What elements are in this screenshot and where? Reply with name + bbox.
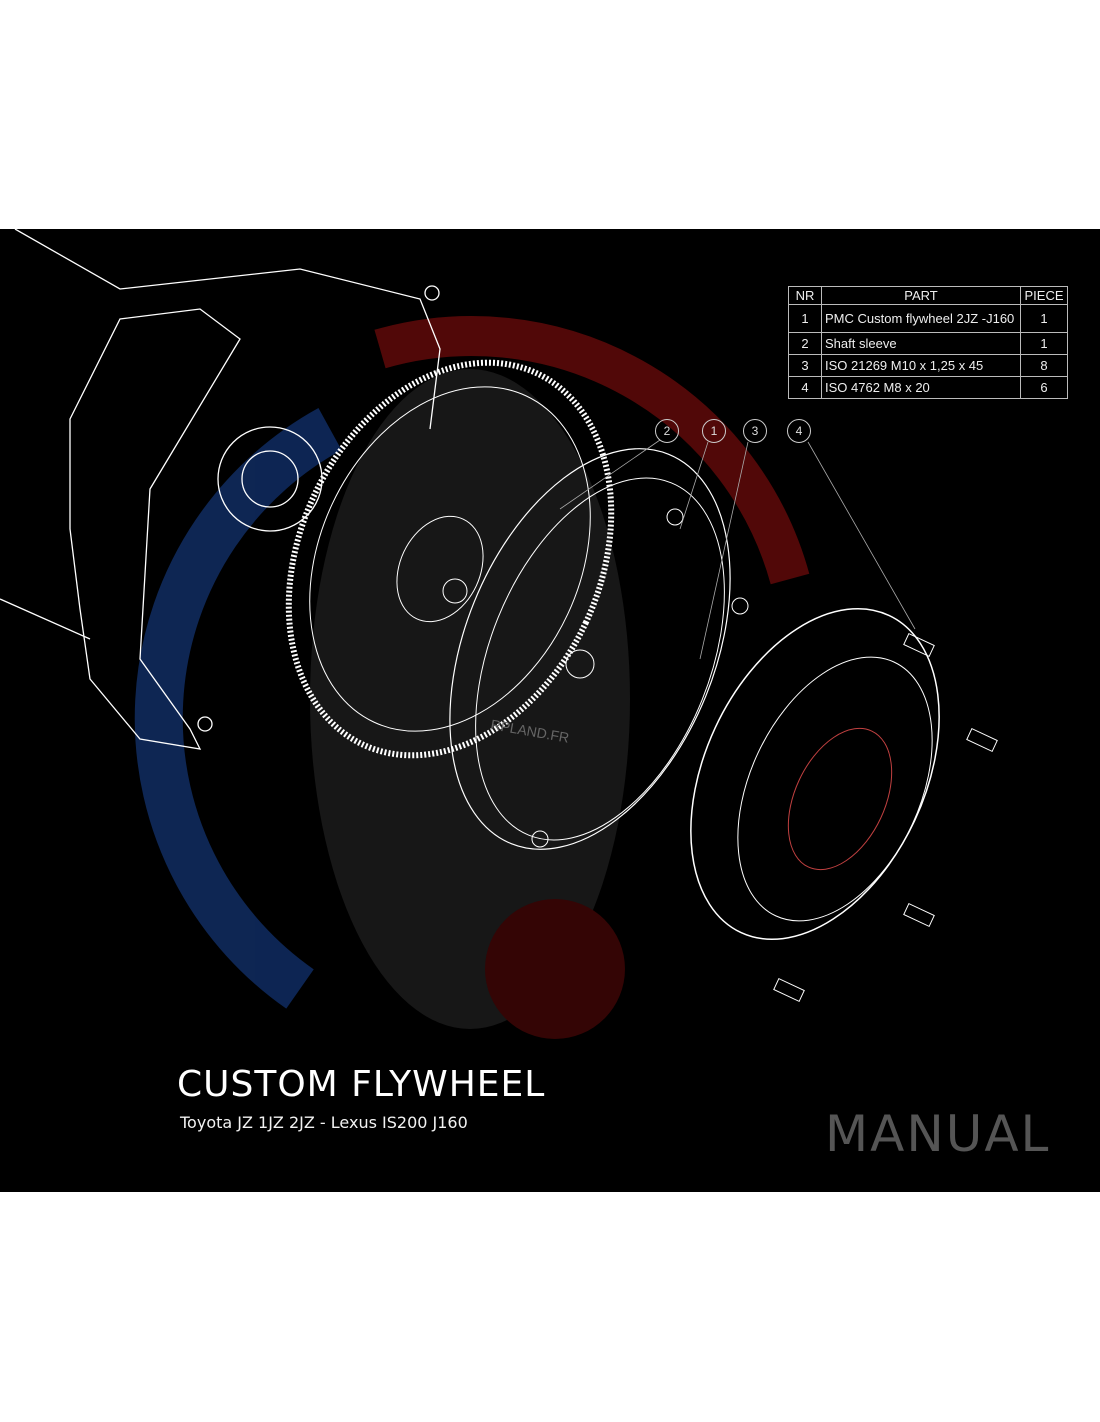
- product-title: CUSTOM FLYWHEEL: [177, 1064, 546, 1105]
- clutch-pressure-plate: [690, 607, 940, 941]
- cell-nr: 4: [788, 376, 822, 399]
- cell-piece: 1: [1020, 332, 1068, 355]
- product-subtitle: Toyota JZ 1JZ 2JZ - Lexus IS200 J160: [180, 1113, 468, 1132]
- cell-part: Shaft sleeve: [821, 332, 1021, 355]
- product-diagram-panel: RPLAND.FR NR PART PIECE 1 PMC Custom fly…: [0, 229, 1100, 1192]
- cell-nr: 2: [788, 332, 822, 355]
- header-nr: NR: [788, 286, 822, 305]
- header-piece: PIECE: [1020, 286, 1068, 305]
- callout-3: 3: [743, 419, 767, 443]
- cell-part: ISO 4762 M8 x 20: [821, 376, 1021, 399]
- cell-part: ISO 21269 M10 x 1,25 x 45: [821, 354, 1021, 377]
- table-header-row: NR PART PIECE: [788, 286, 1068, 305]
- header-part: PART: [821, 286, 1021, 305]
- ring-gear: [285, 359, 615, 759]
- cell-piece: 1: [1020, 304, 1068, 333]
- table-row: 3 ISO 21269 M10 x 1,25 x 45 8: [788, 354, 1068, 377]
- callout-2: 2: [655, 419, 679, 443]
- exploded-view-drawing: RPLAND.FR: [0, 229, 998, 1039]
- custom-flywheel: [449, 448, 749, 850]
- logo-watermark: [134, 316, 810, 1039]
- callout-1: 1: [702, 419, 726, 443]
- manual-badge: MANUAL: [825, 1105, 1051, 1163]
- bolts: [773, 632, 998, 1003]
- callout-4: 4: [787, 419, 811, 443]
- leader-lines: [559, 439, 916, 660]
- cell-piece: 6: [1020, 376, 1068, 399]
- table-row: 2 Shaft sleeve 1: [788, 332, 1068, 355]
- cell-nr: 3: [788, 354, 822, 377]
- table-row: 1 PMC Custom flywheel 2JZ -J160 1: [788, 304, 1068, 333]
- table-row: 4 ISO 4762 M8 x 20 6: [788, 376, 1068, 399]
- cell-nr: 1: [788, 304, 822, 333]
- parts-table: NR PART PIECE 1 PMC Custom flywheel 2JZ …: [788, 286, 1068, 399]
- cell-piece: 8: [1020, 354, 1068, 377]
- bellhousing: [0, 229, 441, 750]
- cell-part: PMC Custom flywheel 2JZ -J160: [821, 304, 1021, 333]
